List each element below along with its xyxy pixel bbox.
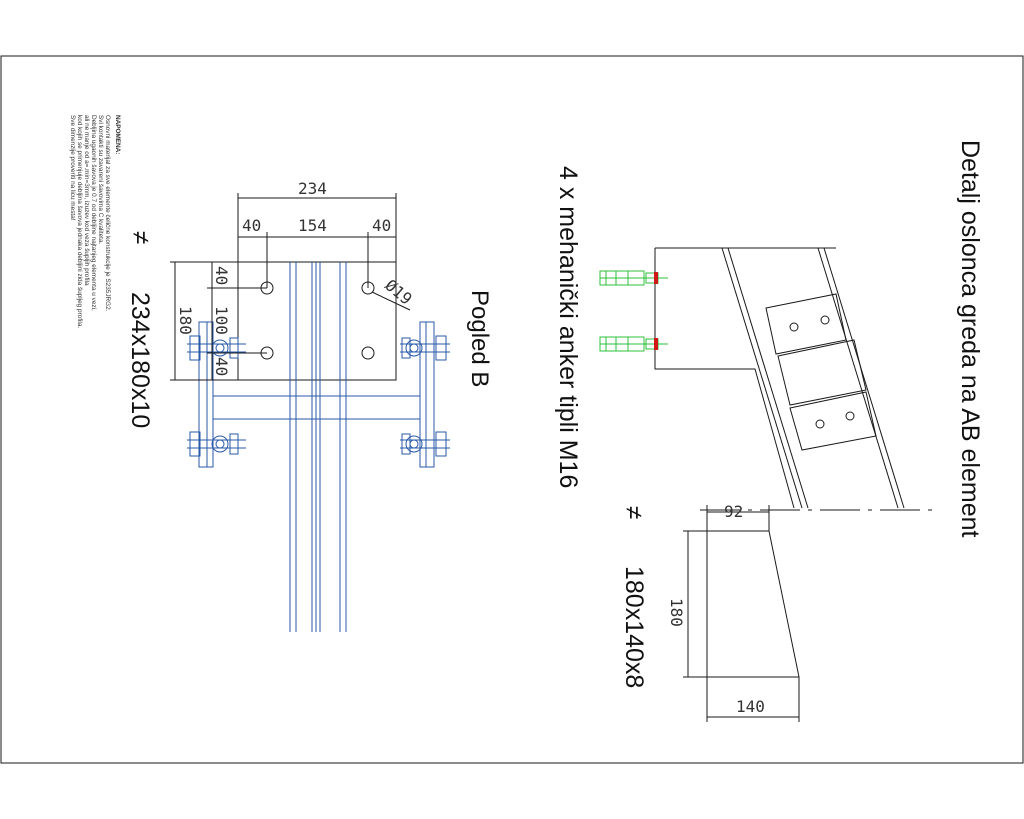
small-plate-outline [706, 530, 800, 678]
anchor-mark [654, 338, 658, 350]
note-line: Sve dimenzije proveriti na licu mesta! [69, 115, 76, 221]
drawing-title: Detalj oslonca greda na AB element [956, 140, 984, 538]
dim-v-top: 40 [212, 266, 231, 285]
dim-edge-right: 40 [372, 216, 391, 235]
hole [361, 346, 375, 360]
anchor-label: 4 x mehanički anker tipli M16 [554, 166, 582, 488]
plate-small-callout: 180x140x8 [620, 566, 648, 688]
side-flange-left [198, 321, 214, 468]
note-line: Svi kontakti su zavareni šavovima C kval… [97, 115, 104, 245]
bolt-group [400, 431, 450, 457]
hole-leader [371, 291, 411, 311]
plate-main-callout: 234x180x10 [126, 292, 154, 428]
notes-block: NAPOMENA: Osnovni materijal za sve eleme… [69, 115, 121, 328]
bolt-group [187, 335, 246, 361]
note-line: kod kojih se primenjuje debljina šavova … [76, 115, 83, 328]
dim-edge-left: 40 [242, 216, 261, 235]
anchor-upper [599, 270, 668, 286]
view-b: 234 40 154 40 Ø19 180 40 100 40 [170, 179, 450, 632]
dim-small-top: 92 [724, 502, 743, 521]
dim-v-bot: 40 [212, 357, 231, 376]
column-section [289, 262, 347, 632]
sheet-frame [0, 55, 1024, 764]
side-view [599, 247, 935, 511]
note-line: Debljina ugaonih šavova je 0.7 od deblji… [90, 115, 97, 311]
dim-middle: 154 [298, 216, 327, 235]
base-plate [237, 261, 397, 381]
plate-symbol-main: ≠ [127, 231, 154, 244]
dim-height: 180 [176, 306, 195, 335]
dim-v-mid: 100 [212, 306, 231, 335]
side-flange-right [419, 321, 435, 468]
view-label: Pogled B [466, 290, 493, 387]
anchor-mark [654, 272, 658, 284]
plate-symbol-small: ≠ [620, 506, 647, 519]
dim-total-width: 234 [298, 179, 327, 198]
inclined-beam [721, 247, 905, 509]
splice-plates [765, 293, 877, 451]
dimension-lines-vertical [170, 261, 267, 381]
dim-small-bottom: 140 [736, 697, 765, 716]
dim-small-height: 180 [667, 598, 686, 627]
support-outline [654, 248, 795, 509]
dim-hole-diameter: Ø19 [381, 276, 415, 309]
note-line: Osnovni materijal za sve elemente čeličn… [104, 115, 111, 312]
small-plate: 92 180 140 [667, 502, 800, 722]
bolt-group [187, 431, 246, 457]
anchor-lower [599, 336, 668, 352]
dimension-lines-horizontal [237, 193, 397, 288]
notes-heading: NAPOMENA: [114, 115, 121, 154]
small-plate-dims [683, 505, 800, 722]
bolt-group [400, 335, 450, 361]
note-line: ali ne manje od a=.min=3mm, izuzev kod v… [83, 115, 90, 286]
